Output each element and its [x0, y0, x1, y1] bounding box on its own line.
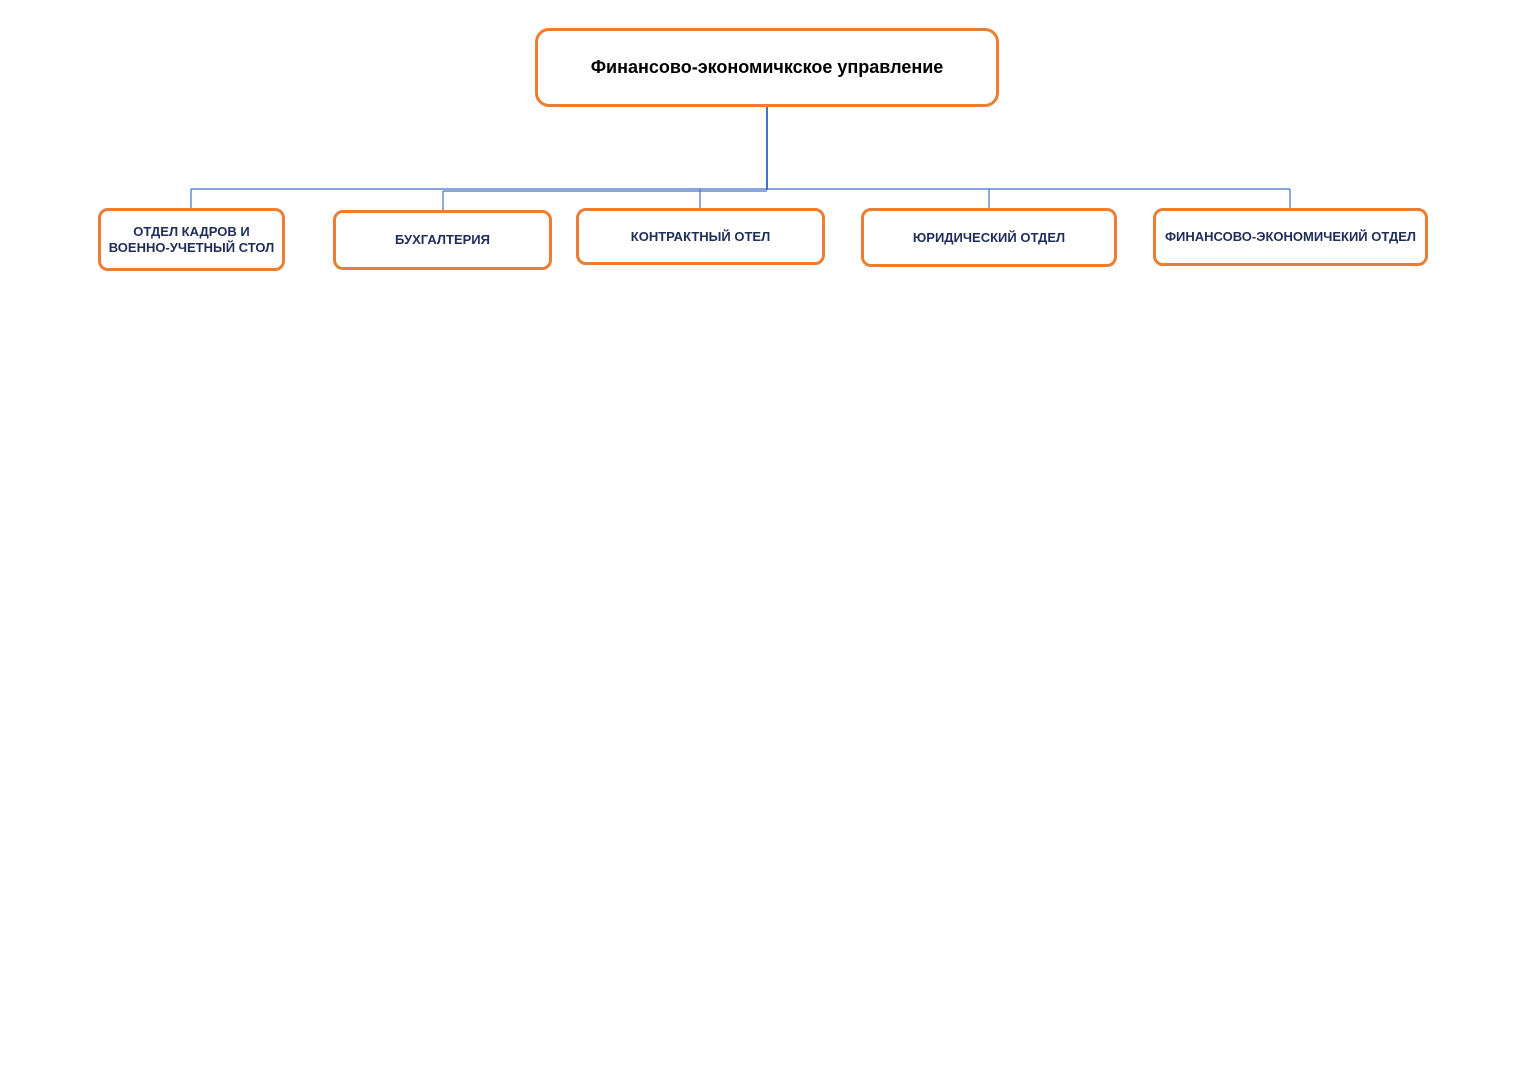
root-node: Финансово-экономичкское управление — [535, 28, 999, 107]
department-node-legal: ЮРИДИЧЕСКИЙ ОТДЕЛ — [861, 208, 1117, 267]
department-node-contract: КОНТРАКТНЫЙ ОТЕЛ — [576, 208, 825, 265]
department-label: КОНТРАКТНЫЙ ОТЕЛ — [630, 228, 771, 244]
department-node-finance-economics: ФИНАНСОВО-ЭКОНОМИЧЕКИЙ ОТДЕЛ — [1153, 208, 1428, 266]
department-label: ФИНАНСОВО-ЭКОНОМИЧЕКИЙ ОТДЕЛ — [1164, 229, 1417, 244]
department-node-hr-military: ОТДЕЛ КАДРОВ И ВОЕННО-УЧЕТНЫЙ СТОЛ — [98, 208, 285, 271]
department-label: БУХГАЛТЕРИЯ — [395, 232, 490, 247]
department-label: ЮРИДИЧЕСКИЙ ОТДЕЛ — [912, 229, 1066, 245]
root-node-label: Финансово-экономичкское управление — [590, 57, 944, 77]
department-node-accounting: БУХГАЛТЕРИЯ — [333, 210, 552, 270]
department-label: ОТДЕЛ КАДРОВ И ВОЕННО-УЧЕТНЫЙ СТОЛ — [108, 223, 275, 255]
